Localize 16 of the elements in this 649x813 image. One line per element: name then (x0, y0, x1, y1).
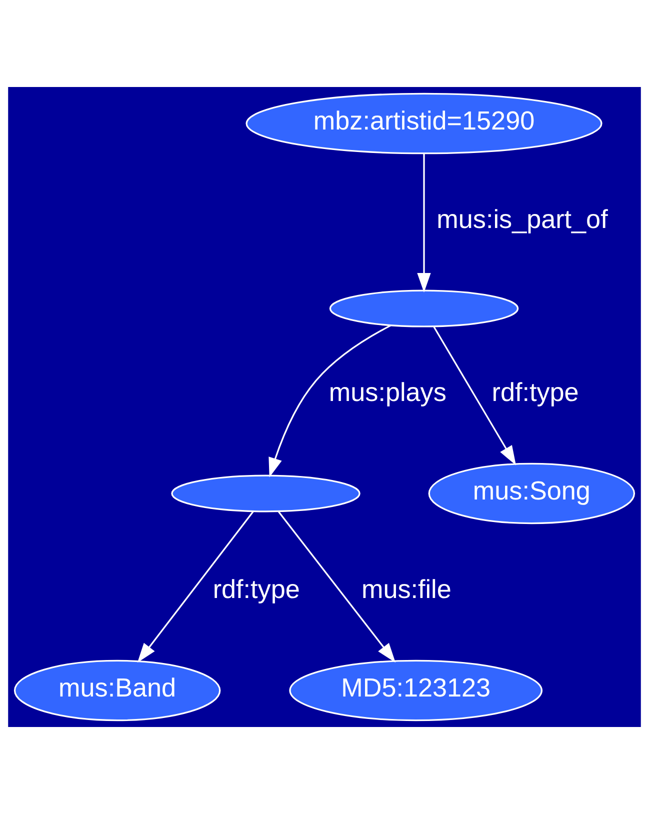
edge-label: rdf:type (492, 376, 579, 407)
node-ellipse (329, 289, 519, 327)
arrow (137, 510, 254, 662)
node-ellipse: mus:Song (428, 462, 636, 524)
edge-label: mus:is_part_of (436, 204, 608, 234)
arrow (278, 510, 396, 662)
arrow (417, 153, 431, 292)
arrow (268, 324, 392, 477)
node-ellipse: mbz:artistid=15290 (246, 92, 602, 154)
node-ellipse: MD5:123123 (289, 659, 543, 721)
edge-label: rdf:type (212, 574, 300, 604)
edge-label: mus:plays (328, 376, 446, 407)
node-ellipse: mus:Band (14, 659, 221, 721)
arrow (433, 326, 516, 465)
edge-label: mus:file (361, 574, 452, 604)
node-ellipse (171, 474, 360, 512)
